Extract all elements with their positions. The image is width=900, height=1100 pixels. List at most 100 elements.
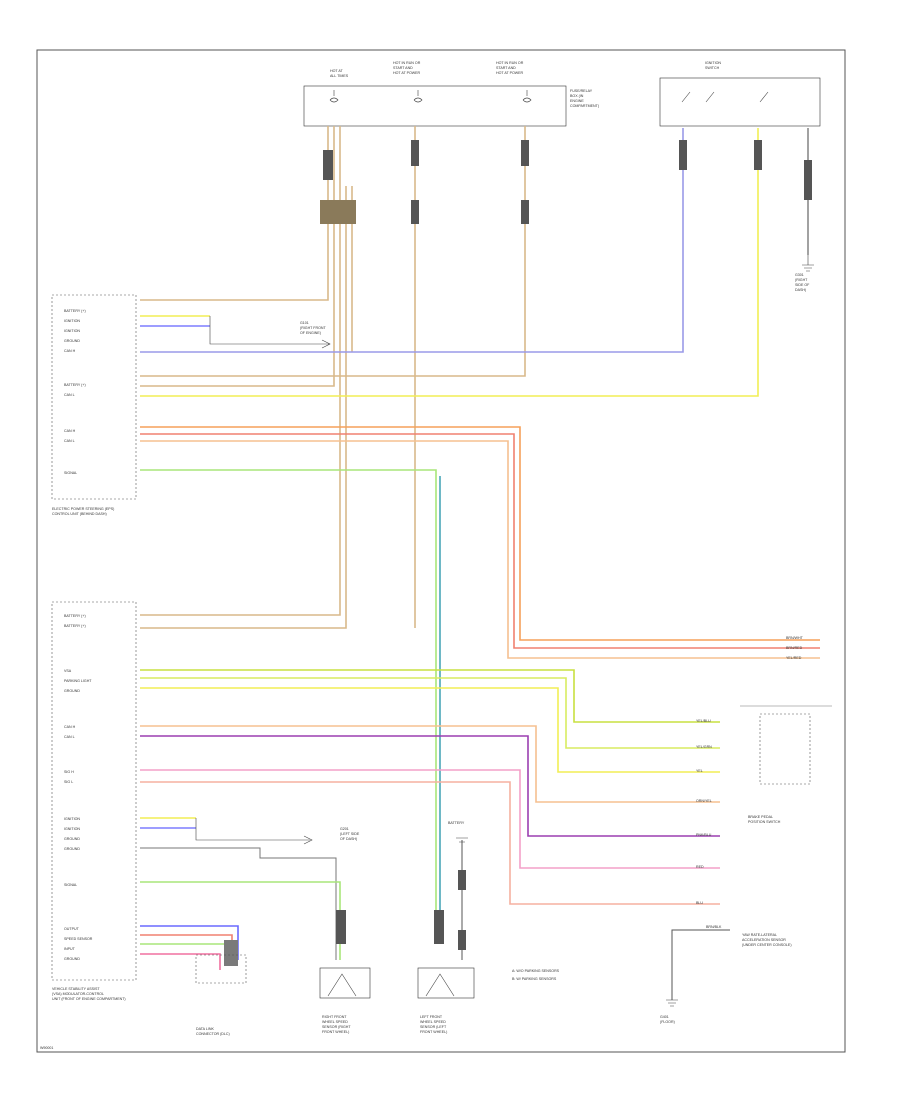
pin-label: CAN H (64, 349, 76, 353)
fuse-relay-box (303, 85, 567, 127)
wire-label: YEL (696, 769, 703, 773)
connector-icon (804, 160, 812, 200)
pin-label: GROUND (64, 339, 80, 343)
pin-label: GROUND (64, 847, 80, 851)
connector-symbols (224, 140, 812, 966)
ground-top-right-icon (802, 255, 814, 272)
pin-label: BATTERY (+) (64, 624, 86, 628)
ground-bottom-right-label: G401(FLOOR) (660, 1015, 675, 1024)
wire-red-bottom (140, 934, 233, 964)
wire-label: PNK/BLU (696, 833, 712, 837)
wire-tan-4 (140, 186, 347, 629)
ignition-switch-contacts (681, 91, 769, 103)
connector-icon (323, 150, 333, 180)
pin-label: GROUND (64, 957, 80, 961)
wire-lime-1 (140, 669, 720, 723)
fuse-2-icon (413, 90, 423, 103)
pin-label: BATTERY (+) (64, 614, 86, 618)
connector-icon (224, 940, 238, 966)
page-code: W90001 (40, 1046, 53, 1050)
wire-label: YEL/BLU (696, 719, 711, 723)
connector-icon (679, 140, 687, 170)
wire-pink-2 (140, 781, 720, 905)
wire-label: BRN/WHT (786, 636, 804, 640)
wire-tan-2 (140, 126, 335, 387)
right-mid-wire-labels: YEL/BLU YEL/GRN YEL ORN/YEL PNK/BLU RED … (696, 719, 722, 929)
pin-label: PARKING LIGHT (64, 679, 92, 683)
sensor-right-icon (417, 967, 475, 999)
wire-black-lower (140, 847, 337, 960)
wire-tan-3 (140, 126, 341, 616)
yaw-sensor-box (759, 713, 811, 785)
pin-label: BATTERY (+) (64, 383, 86, 387)
pin-label: GROUND (64, 837, 80, 841)
ground-bottom-right-icon (666, 999, 678, 1007)
wire-orange-can (140, 426, 820, 641)
connector-icon (411, 140, 419, 166)
connector-icon (320, 200, 356, 224)
connector-icon (458, 930, 466, 950)
connector-icon (336, 910, 346, 944)
wire-blue-ignition (140, 128, 684, 353)
connector-icon (521, 140, 529, 166)
sensor-left-icon (319, 967, 371, 999)
wires (140, 126, 820, 1000)
wire-yellow-ignition (140, 128, 759, 397)
wire-blue-bottom (140, 925, 239, 960)
wire-pink-1 (140, 769, 720, 869)
wire-label: YEL/RED (786, 656, 802, 660)
pin-label: CAN L (64, 735, 75, 739)
pin-label: SIGNAL (64, 883, 77, 887)
wire-purple-lower (140, 735, 720, 837)
wire-yellow-3 (140, 687, 720, 773)
connector-icon (521, 200, 529, 224)
pin-label: CAN H (64, 429, 76, 433)
wire-label: BRN/BLK (706, 925, 722, 929)
wire-green-sensor (140, 881, 341, 960)
diagram-frame (36, 49, 846, 1053)
ignition-switch-box (659, 77, 821, 127)
pin-label: CAN H (64, 725, 76, 729)
connector-icon (458, 870, 466, 890)
ground-symbol-lower (195, 818, 313, 845)
wire-green-signal (140, 469, 437, 930)
wire-tan-1 (140, 126, 329, 301)
connector-icon (434, 910, 444, 944)
ecu-lower-pins: BATTERY (+) BATTERY (+) VSA PARKING LIGH… (64, 614, 93, 961)
pin-label: CAN L (64, 439, 75, 443)
pin-label: CAN L (64, 393, 75, 397)
connector-icon (411, 200, 419, 224)
ecu-lower-label: VEHICLE STABILITY ASSIST(VSA) MODULATOR-… (52, 987, 126, 1001)
ecu-upper-box (51, 294, 137, 500)
wire-label: BRN/RED (786, 646, 803, 650)
pin-label: BATTERY (+) (64, 309, 86, 313)
wire-label: RED (696, 865, 704, 869)
pin-label: SPEED SENSOR (64, 937, 93, 941)
ground-symbol-upper (209, 316, 331, 349)
pin-label: SIG H (64, 770, 74, 774)
wire-black-bottom-right (671, 929, 730, 1000)
pin-label: VSA (64, 669, 72, 673)
fuse-1-icon (329, 90, 339, 103)
wire-lime-2 (140, 677, 720, 749)
pin-label: SIG L (64, 780, 73, 784)
pin-label: OUTPUT (64, 927, 80, 931)
wire-label: YEL/GRN (696, 745, 712, 749)
ecu-lower-box (51, 601, 137, 981)
battery-label: BATTERY (448, 821, 465, 825)
pin-label: IGNITION (64, 827, 80, 831)
